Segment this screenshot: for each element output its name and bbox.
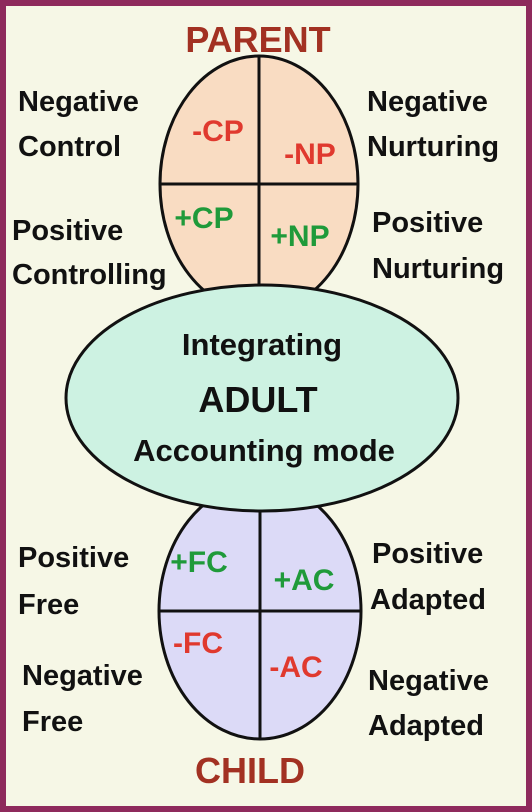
parent-heading: PARENT (185, 19, 330, 60)
label-line: Adapted (368, 710, 484, 742)
label-line: Nurturing (372, 253, 504, 285)
parent-cell-negative-cp: -CP (192, 115, 244, 148)
child-right-label-positive-adapted: Positive Adapted (370, 538, 491, 616)
label-line: Positive (372, 207, 483, 239)
child-cell-negative-fc: -FC (173, 627, 223, 660)
child-left-label-positive-free: Positive Free (18, 542, 137, 621)
adult-ego-state: Integrating ADULT Accounting mode (64, 283, 460, 513)
adult-line-1: Integrating (182, 327, 342, 362)
parent-right-label-positive-nurturing: Positive Nurturing (372, 207, 504, 285)
adult-ellipse (64, 283, 460, 513)
parent-cell-positive-cp: +CP (174, 202, 233, 235)
parent-cell-positive-np: +NP (270, 220, 329, 253)
label-line: Negative (367, 86, 488, 118)
parent-right-label-negative-nurturing: Negative Nurturing (367, 86, 499, 163)
label-line: Free (18, 589, 79, 621)
label-line: Negative (22, 660, 143, 692)
parent-left-label-negative-control: Negative Control (18, 86, 147, 163)
child-cell-positive-ac: +AC (274, 564, 335, 597)
label-line: Negative (368, 665, 489, 697)
parent-ego-state (158, 54, 360, 314)
child-cell-negative-ac: -AC (269, 651, 322, 684)
parent-left-label-positive-controlling: Positive Controlling (12, 215, 167, 291)
label-line: Positive (12, 215, 123, 247)
label-line: Negative (18, 86, 139, 118)
label-line: Control (18, 131, 121, 163)
child-left-label-negative-free: Negative Free (22, 660, 151, 738)
label-line: Positive (372, 538, 483, 570)
child-right-label-negative-adapted: Negative Adapted (368, 665, 497, 742)
adult-line-2: ADULT (198, 379, 317, 420)
label-line: Adapted (370, 584, 486, 616)
label-line: Nurturing (367, 131, 499, 163)
child-cell-positive-fc: +FC (170, 546, 228, 579)
label-line: Positive (18, 542, 129, 574)
child-ego-state (157, 481, 363, 741)
adult-line-3: Accounting mode (133, 433, 395, 468)
label-line: Free (22, 706, 83, 738)
child-heading: CHILD (195, 750, 305, 791)
parent-cell-negative-np: -NP (284, 138, 336, 171)
label-line: Controlling (12, 259, 167, 291)
